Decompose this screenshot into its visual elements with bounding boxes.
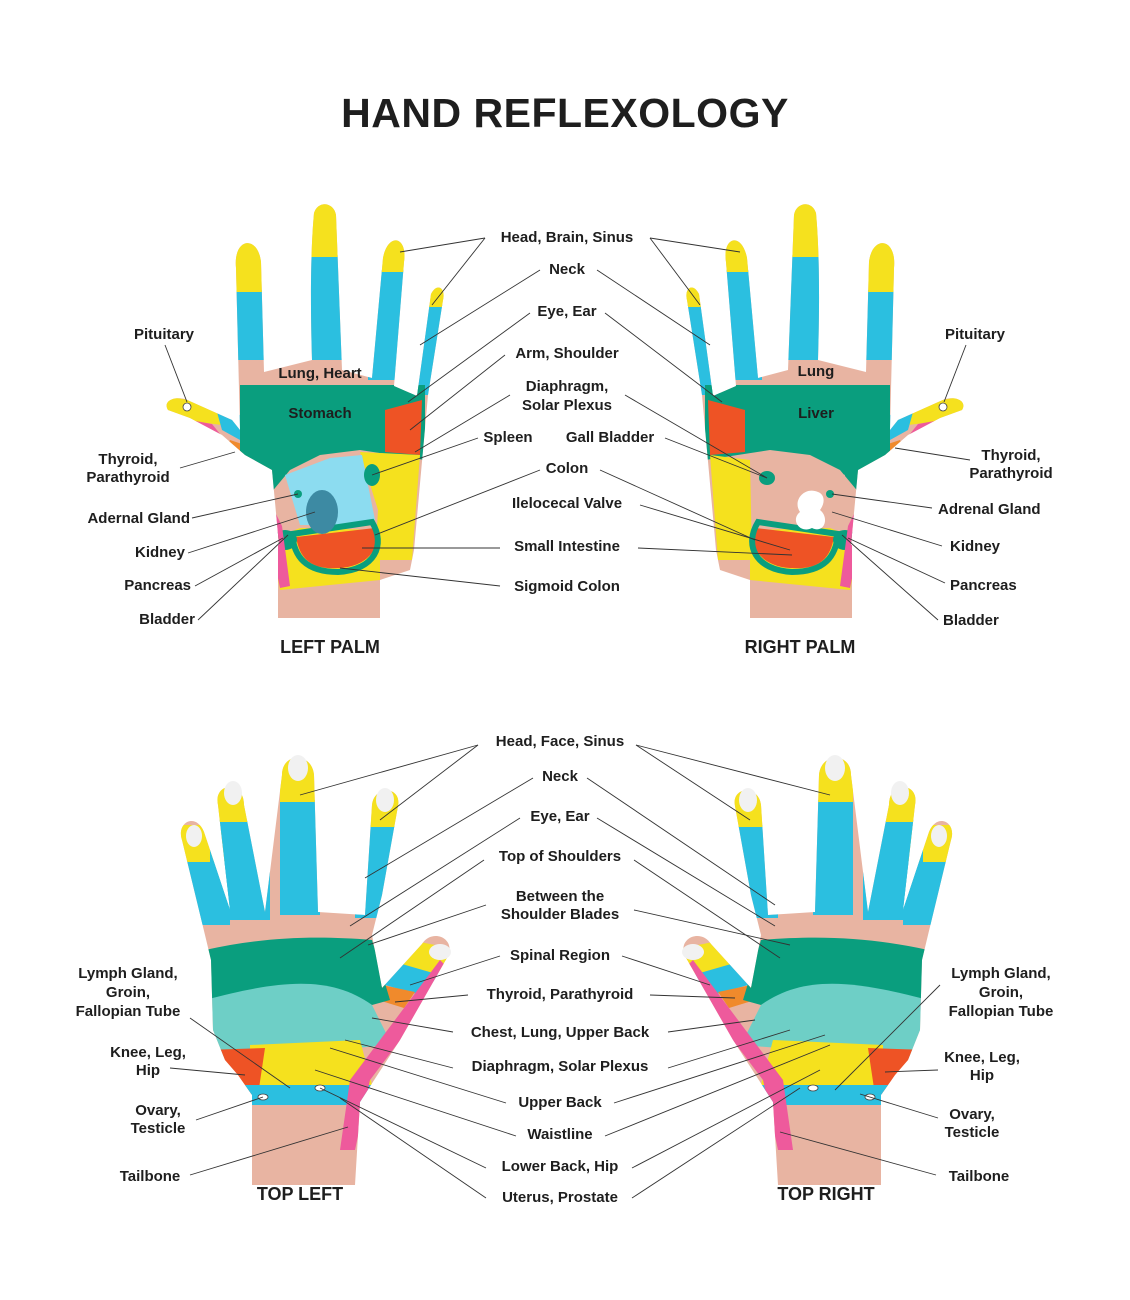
top-spinal-label: Spinal Region [510,947,610,964]
left-palm-middle-tip [306,204,346,257]
top-shoulders-label: Top of Shoulders [499,848,621,865]
palm-eye-ear-label: Eye, Ear [537,303,596,320]
top-right-lymph-label-1: Lymph Gland, [951,965,1050,982]
top-uterus-label: Uterus, Prostate [502,1189,618,1206]
left-palm-lung-heart-label: Lung, Heart [278,365,361,382]
top-between-label-2: Shoulder Blades [501,906,619,923]
right-palm-lung-label: Lung [798,363,835,380]
left-palm-index-tip [228,230,268,292]
right-palm-bladder-label: Bladder [943,612,999,629]
top-right-ovary-label-1: Ovary, [949,1106,995,1123]
left-palm-thumb-tip [166,395,222,425]
left-palm-pancreas-label: Pancreas [124,577,191,594]
left-palm-little-finger-zone [410,305,444,395]
top-right-caption: TOP RIGHT [777,1184,874,1204]
top-left-waist-zone [250,1040,372,1090]
left-palm-pituitary-label: Pituitary [134,326,195,343]
top-left-knee-label-2: Hip [136,1062,160,1079]
top-left-ring-finger-zone [210,820,270,920]
top-lower-back-label: Lower Back, Hip [502,1158,619,1175]
top-left-lymph-label-1: Lymph Gland, [78,965,177,982]
palm-ileocecal-label: Ilelocecal Valve [512,495,622,512]
top-right-illustration [682,755,953,1185]
left-palm-little-tip [410,275,444,307]
palm-diaphragm-label-1: Diaphragm, [526,378,609,395]
right-palm-caption: RIGHT PALM [745,637,856,657]
top-left-index-finger-zone [355,825,405,918]
palm-sigmoid-colon-label: Sigmoid Colon [514,578,620,595]
top-chest-label: Chest, Lung, Upper Back [471,1024,650,1041]
top-right-knee-label-2: Hip [970,1067,994,1084]
left-palm-index-finger-zone [228,290,268,360]
top-right-lymph-label-3: Fallopian Tube [949,1003,1054,1020]
left-palm-thyroid-label-2: Parathyroid [86,469,169,486]
top-between-label-1: Between the [516,888,604,905]
page-title: HAND REFLEXOLOGY [341,90,789,136]
top-right-tailbone-label: Tailbone [949,1168,1010,1185]
top-left-tailbone-label: Tailbone [120,1168,181,1185]
right-palm-kidney-zone [795,490,826,530]
left-palm-illustration: Lung, Heart Stomach [166,204,444,618]
top-waistline-label: Waistline [527,1126,592,1143]
top-left-middle-nail [288,755,308,781]
left-palm-bladder-label: Bladder [139,611,195,628]
palm-head-brain-sinus-label: Head, Brain, Sinus [501,229,634,246]
right-palm-kidney-label: Kidney [950,538,1001,555]
palm-gall-bladder-label: Gall Bladder [566,429,655,446]
right-palm-thyroid-label-2: Parathyroid [969,465,1052,482]
top-left-lymph-label-3: Fallopian Tube [76,1003,181,1020]
top-left-index-nail [376,788,394,812]
top-eye-ear-label: Eye, Ear [530,808,589,825]
top-left-ovary-label-2: Testicle [131,1120,186,1137]
left-palm-ring-tip [368,225,408,272]
left-palm-pituitary-dot [182,402,192,412]
top-head-face-sinus-label: Head, Face, Sinus [496,733,624,750]
left-palm-ring-finger-zone [368,270,408,380]
top-left-lymph-label-2: Groin, [106,984,150,1001]
left-palm-pancreas-zone [273,530,297,550]
left-palm-colon-loop [288,518,381,576]
right-palm-pituitary-label: Pituitary [945,326,1006,343]
top-left-ring-nail [224,781,242,805]
palm-spleen-label: Spleen [483,429,532,446]
top-right-knee-label-1: Knee, Leg, [944,1049,1020,1066]
top-left-shoulder-zone [205,937,390,1005]
palm-small-intestine-label: Small Intestine [514,538,620,555]
top-left-knee-label-1: Knee, Leg, [110,1044,186,1061]
right-palm-adrenal-label: Adrenal Gland [938,501,1041,518]
left-palm-arm-shoulder-zone [385,400,422,455]
top-upper-back-label: Upper Back [518,1094,602,1111]
right-palm-liver-label: Liver [798,405,834,422]
right-palm-liver-zone [705,385,890,500]
right-palm-pancreas-label: Pancreas [950,577,1017,594]
top-right-ovary-label-2: Testicle [945,1124,1000,1141]
palm-arm-shoulder-label: Arm, Shoulder [515,345,619,362]
top-thyroid-label: Thyroid, Parathyroid [487,986,634,1003]
left-palm-caption: LEFT PALM [280,637,380,657]
left-palm-small-intestine-zone [296,528,377,569]
top-left-little-nail [186,825,202,847]
top-left-ovary-label-1: Ovary, [135,1102,181,1119]
top-left-caption: TOP LEFT [257,1184,343,1204]
leader-lines [164,237,971,1199]
palm-colon-label: Colon [546,460,589,477]
right-palm-thyroid-label-1: Thyroid, [981,447,1040,464]
left-palm-stomach-zone [240,385,425,500]
top-diaphragm-label: Diaphragm, Solar Plexus [472,1058,649,1075]
top-neck-label: Neck [542,768,579,785]
top-right-lymph-label-2: Groin, [979,984,1023,1001]
top-left-middle-finger-zone [280,800,320,915]
left-palm-adrenal-label: Adernal Gland [87,510,190,527]
palm-neck-label: Neck [549,261,586,278]
palm-diaphragm-label-2: Solar Plexus [522,397,612,414]
left-palm-thyroid-label-1: Thyroid, [98,451,157,468]
top-left-illustration [180,755,451,1185]
left-palm-stomach-label: Stomach [288,405,351,422]
top-left-thyroid-zone [378,985,415,1008]
top-left-thumb-nail [429,944,451,960]
left-palm-kidney-label: Kidney [135,544,186,561]
left-palm-middle-finger-zone [306,255,346,360]
left-palm-kidney-zone [306,490,338,534]
